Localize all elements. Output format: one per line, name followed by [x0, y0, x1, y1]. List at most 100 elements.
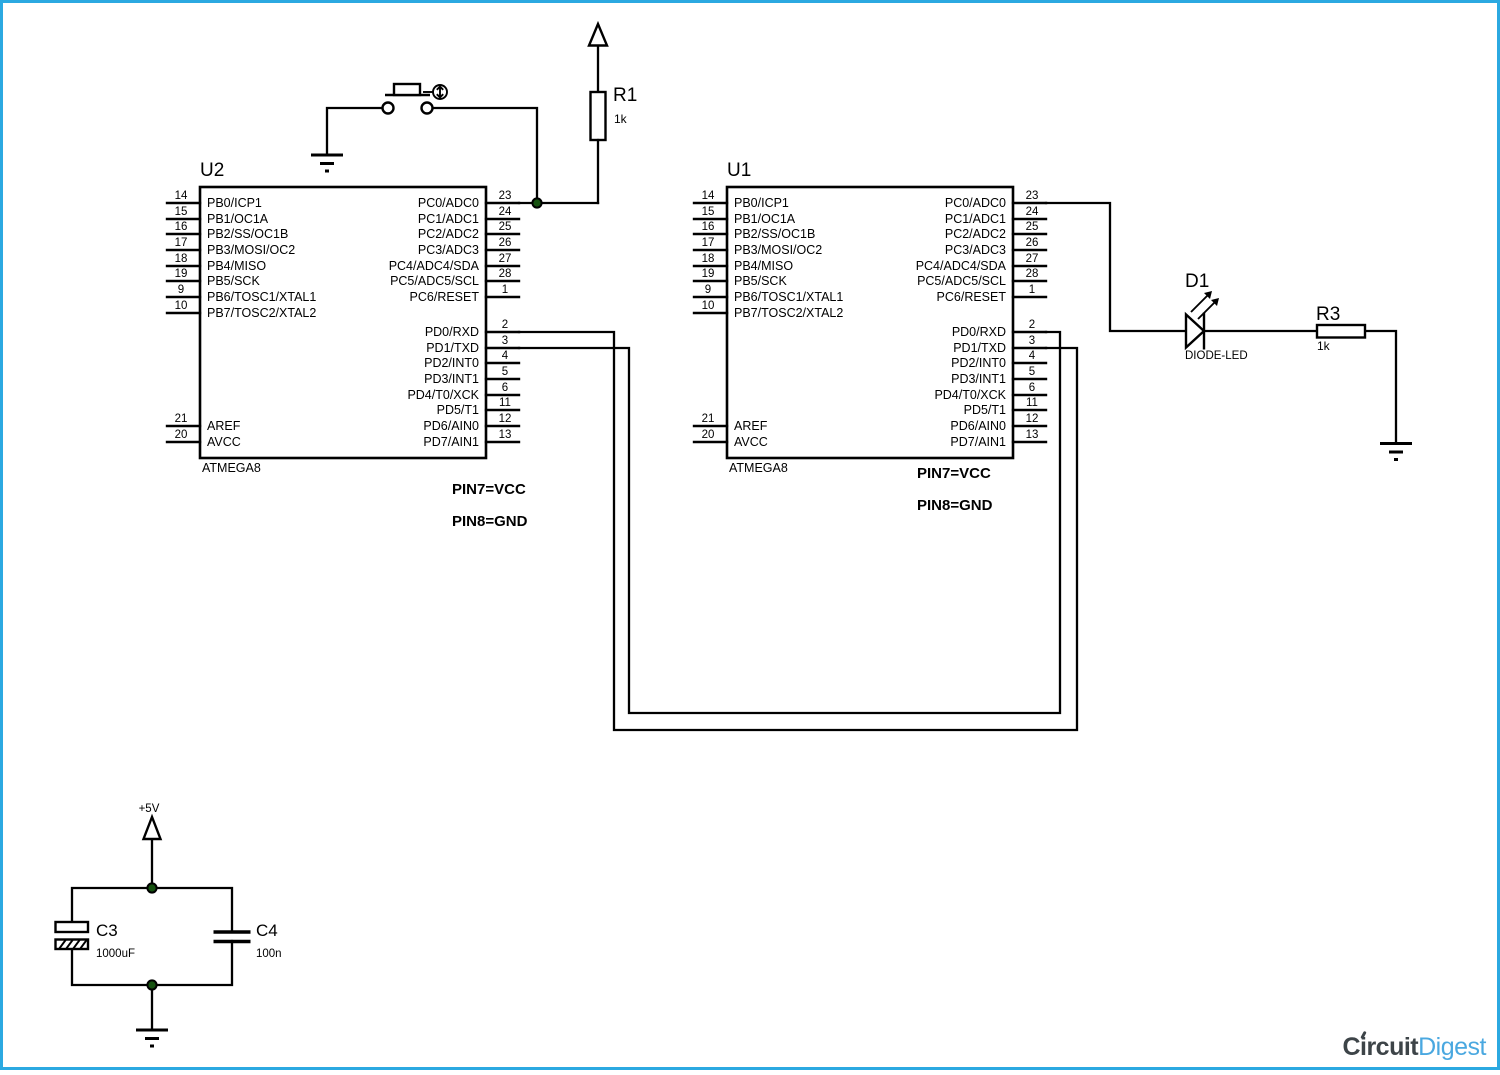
logo-text-circuit: Circuit [1342, 1033, 1419, 1061]
r1-body [589, 90, 607, 142]
pin-label: PB1/OC1A [207, 212, 269, 226]
d1-part: DIODE-LED [1185, 350, 1248, 362]
resistor-r3: R3 1k [1315, 304, 1367, 353]
pin-label: PD0/RXD [952, 325, 1006, 339]
pin-label: AREF [207, 419, 241, 433]
pin-stubs-left [692, 201, 729, 444]
button-cap [392, 82, 422, 97]
pin-label: PB0/ICP1 [734, 196, 789, 210]
pin-number: 10 [175, 300, 188, 312]
note-pin8-gnd: PIN8=GND [917, 497, 993, 514]
pin-number: 5 [1029, 366, 1035, 378]
pin-number: 23 [1026, 190, 1039, 202]
pin-label: PC2/ADC2 [418, 227, 479, 241]
pin-number: 9 [178, 284, 184, 296]
button-actuator-icon[interactable] [432, 84, 448, 100]
wires [70, 106, 1398, 1031]
pin-label: PB6/TOSC1/XTAL1 [207, 290, 316, 304]
pin-label: AVCC [207, 435, 241, 449]
pin-label: PD3/INT1 [951, 372, 1006, 386]
pin-number: 14 [702, 190, 715, 202]
pin-label: PD4/T0/XCK [934, 388, 1006, 402]
capacitor-c4: C4 100n [213, 921, 282, 960]
chip-part: ATMEGA8 [202, 461, 261, 475]
pin-number: 19 [702, 268, 715, 280]
pin-label: PD4/T0/XCK [407, 388, 479, 402]
pin-number: 6 [1029, 382, 1035, 394]
pin-number: 17 [702, 237, 715, 249]
pin-number: 4 [1029, 350, 1036, 362]
chip-u1: U1 ATMEGA8 14 15 16 17 18 19 9 10 PB0/IC… [692, 160, 1048, 514]
led-emission-arrows-icon [1190, 291, 1219, 320]
c3-bottom-plate [54, 938, 90, 951]
pin-number: 3 [502, 335, 508, 347]
pin-number: 26 [499, 237, 512, 249]
pin-number: 21 [702, 413, 715, 425]
pin-number: 16 [702, 221, 715, 233]
pin-label: PD3/INT1 [424, 372, 479, 386]
pin-number: 2 [502, 319, 508, 331]
pin-stubs-right [484, 201, 521, 444]
pin-label: PB3/MOSI/OC2 [207, 243, 295, 257]
wire-r3-to-ground [1363, 329, 1398, 445]
pin-label: AVCC [734, 435, 768, 449]
r1-ref: R1 [613, 85, 637, 106]
r1-value: 1k [614, 112, 628, 126]
wire-u2rxd-to-u1txd [517, 330, 1079, 732]
pin-label: PB2/SS/OC1B [734, 227, 815, 241]
pin-stubs-right [1011, 201, 1048, 444]
note-pin8-gnd: PIN8=GND [452, 513, 528, 530]
junction-dot [146, 979, 158, 991]
pin-number: 4 [502, 350, 509, 362]
wire-u2txd-to-u1rxd [517, 330, 1062, 715]
pin-number: 15 [175, 206, 188, 218]
pin-number: 18 [702, 253, 715, 265]
pin-number: 28 [1026, 268, 1039, 280]
c3-top-plate [54, 920, 90, 934]
pin-label: PC1/ADC1 [945, 212, 1006, 226]
c3-value: 1000uF [96, 948, 135, 960]
pin-label: AREF [734, 419, 768, 433]
power-supply-section: +5V C3 1000uF C4 100n [54, 803, 282, 960]
push-button[interactable] [381, 82, 448, 115]
resistor-r1: R1 1k [587, 20, 637, 205]
pin-label: PB4/MISO [734, 259, 793, 273]
pin-number: 12 [499, 413, 512, 425]
pin-number: 11 [1026, 397, 1038, 409]
junction-dot [146, 882, 158, 894]
pin-number: 19 [175, 268, 188, 280]
pin-number: 13 [499, 429, 512, 441]
pin-label: PB6/TOSC1/XTAL1 [734, 290, 843, 304]
pin-label: PD1/TXD [953, 341, 1006, 355]
ground-symbol-button [311, 153, 343, 173]
pin-label: PC1/ADC1 [418, 212, 479, 226]
pin-number: 1 [1029, 284, 1035, 296]
pin-label: PB3/MOSI/OC2 [734, 243, 822, 257]
pin-label: PD5/T1 [437, 403, 479, 417]
ground-symbol-r3 [1380, 442, 1412, 461]
pin-stubs-left [165, 201, 202, 444]
pin-number: 27 [499, 253, 512, 265]
power-arrow-5v-icon [141, 813, 163, 841]
pin-number: 20 [175, 429, 188, 441]
pin-label: PB2/SS/OC1B [207, 227, 288, 241]
pin-label: PC4/ADC4/SDA [389, 259, 480, 273]
pin-number: 21 [175, 413, 188, 425]
pin-label: PC6/RESET [937, 290, 1007, 304]
pin-label: PC4/ADC4/SDA [916, 259, 1007, 273]
button-terminal-left [381, 101, 395, 115]
pin-number: 10 [702, 300, 715, 312]
ground-symbol-supply [136, 1028, 168, 1048]
pin-label: PD2/INT0 [951, 356, 1006, 370]
pin-number: 13 [1026, 429, 1039, 441]
pin-label: PD5/T1 [964, 403, 1006, 417]
r3-ref: R3 [1316, 304, 1340, 325]
wire-button-to-pc0 [431, 106, 539, 205]
pin-label: PB7/TOSC2/XTAL2 [207, 306, 316, 320]
pin-number: 2 [1029, 319, 1035, 331]
chip-ref: U1 [727, 160, 751, 181]
pin-label: PD7/AIN1 [950, 435, 1006, 449]
chip-ref: U2 [200, 160, 224, 181]
c4-value: 100n [256, 948, 282, 960]
